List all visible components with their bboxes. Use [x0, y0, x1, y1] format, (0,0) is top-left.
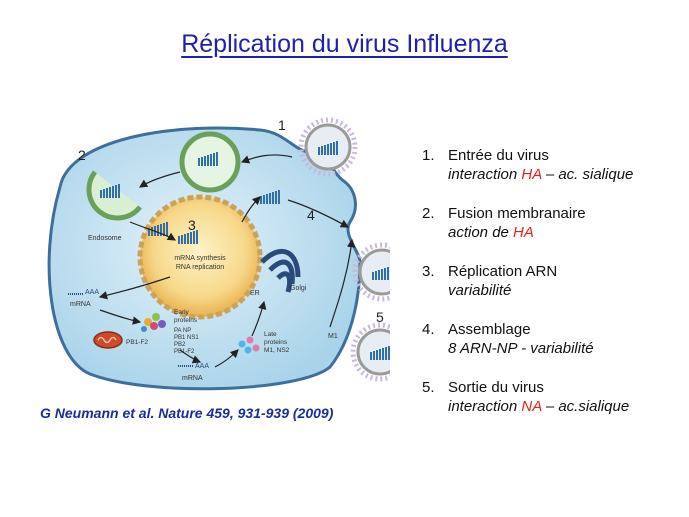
- step-1: 1. Entrée du virus interaction HA – ac. s…: [422, 146, 682, 184]
- step-5-title: Sortie du virus: [448, 379, 544, 396]
- early-proteins-cluster: [141, 313, 166, 332]
- label-early-list-1: PA NP: [174, 328, 191, 334]
- step-1-sub-pre: interaction: [448, 166, 522, 183]
- step-2-sub-red: HA: [513, 224, 534, 241]
- step-1-num: 1.: [422, 147, 435, 164]
- step-number-2: 2: [78, 147, 86, 163]
- label-er: ER: [250, 290, 260, 297]
- step-1-sub-post: – ac. sialique: [541, 166, 634, 183]
- label-early-list-4: PB1-F2: [174, 349, 195, 355]
- label-late-1: Late: [264, 331, 277, 338]
- virion-budding: [355, 245, 390, 299]
- citation: G Neumann et al. Nature 459, 931-939 (20…: [40, 405, 334, 421]
- label-endosome: Endosome: [88, 235, 122, 242]
- step-4-num: 4.: [422, 321, 435, 338]
- process-arrows: [98, 154, 356, 368]
- virion-release: [353, 325, 390, 379]
- step-5-num: 5.: [422, 379, 435, 396]
- step-3-sub-pre: variabilité: [448, 282, 512, 299]
- step-4-sub-pre: 8 ARN-NP - variabilité: [448, 340, 594, 357]
- step-3-num: 3.: [422, 263, 435, 280]
- step-4-title: Assemblage: [448, 321, 531, 338]
- label-polya-bottom: AAA: [195, 363, 209, 370]
- golgi: [260, 248, 301, 278]
- influenza-replication-diagram: mRNA synthesis RNA replication Endosome …: [47, 117, 390, 391]
- label-early-list-3: PB2: [174, 342, 186, 348]
- label-mrna-synthesis: mRNA synthesis: [174, 255, 226, 262]
- label-mrna-bottom: mRNA: [182, 375, 203, 382]
- label-mrna-left: mRNA: [70, 301, 91, 308]
- step-1-sub-red: HA: [521, 166, 542, 183]
- endosome: [86, 170, 142, 221]
- label-m1: M1: [328, 333, 338, 340]
- label-polya-left: AAA: [85, 289, 99, 296]
- label-late-2: proteins: [264, 339, 288, 346]
- step-2: 2. Fusion membranaire action de HA: [422, 204, 682, 242]
- step-3-title: Réplication ARN: [448, 263, 558, 280]
- step-number-4: 4: [307, 207, 315, 223]
- step-number-5: 5: [376, 309, 384, 325]
- late-proteins-cluster: [238, 336, 260, 354]
- label-early-1: Early: [174, 309, 190, 316]
- step-number-1: 1: [278, 117, 286, 133]
- step-5-sub-post: – ac.sialique: [541, 398, 630, 415]
- label-rna-replication: RNA replication: [176, 264, 224, 271]
- step-2-sub-pre: action de: [448, 224, 514, 241]
- slide-title: Réplication du virus Influenza: [181, 30, 508, 58]
- label-pb1f2: PB1-F2: [126, 339, 148, 346]
- step-2-title: Fusion membranaire: [448, 205, 586, 222]
- step-3: 3. Réplication ARN variabilité: [422, 262, 682, 300]
- step-5-sub-red: NA: [521, 398, 542, 415]
- label-early-2: proteins: [174, 317, 198, 324]
- step-5: 5. Sortie du virus interaction NA – ac.si…: [422, 378, 682, 416]
- mitochondria: [93, 331, 123, 349]
- step-number-3: 3: [188, 217, 196, 233]
- label-golgi: Golgi: [290, 285, 307, 292]
- steps-list: 1. Entrée du virus interaction HA – ac. s…: [422, 146, 682, 436]
- label-late-3: M1, NS2: [264, 347, 290, 354]
- step-1-title: Entrée du virus: [448, 147, 549, 164]
- step-5-sub-pre: interaction: [448, 398, 522, 415]
- label-early-list-2: PB1 NS1: [174, 335, 199, 341]
- step-4: 4. Assemblage 8 ARN-NP - variabilité: [422, 320, 682, 358]
- nucleus: [137, 194, 263, 320]
- step-2-num: 2.: [422, 205, 435, 222]
